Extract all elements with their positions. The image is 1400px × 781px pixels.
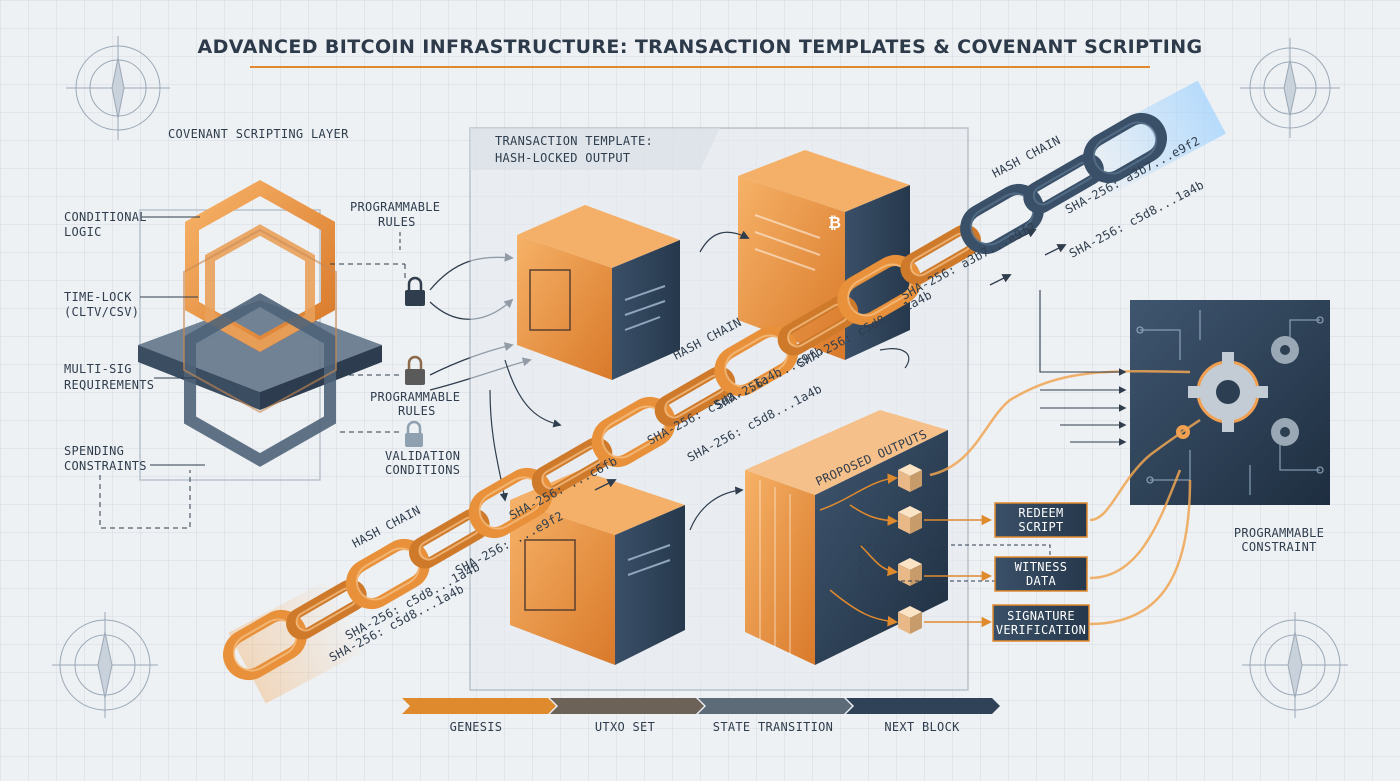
svg-text:CONSTRAINTS: CONSTRAINTS	[64, 459, 147, 473]
svg-text:REQUIREMENTS: REQUIREMENTS	[64, 378, 154, 392]
chain-link	[223, 609, 307, 681]
svg-text:CONDITIONS: CONDITIONS	[385, 463, 460, 477]
rule-programmable-2: PROGRAMMABLE RULES	[370, 390, 460, 418]
output-box-witness-data: WITNESS DATA	[994, 556, 1088, 592]
compass-rose-icon	[1242, 612, 1348, 718]
timeline-step-utxo-set: UTXO SET	[595, 720, 655, 734]
output-cube	[898, 558, 922, 586]
rule-validation-conditions: VALIDATION CONDITIONS	[385, 449, 460, 477]
svg-text:DATA: DATA	[1026, 574, 1057, 588]
chain-link	[837, 254, 922, 326]
chain-link	[345, 538, 430, 610]
covenant-label-time-lock: TIME-LOCK (CLTV/CSV)	[64, 290, 198, 319]
rule-programmable-1: PROGRAMMABLE RULES	[350, 200, 440, 252]
bitcoin-icon: ₿	[828, 213, 841, 232]
svg-text:WITNESS: WITNESS	[1015, 560, 1068, 574]
svg-text:SPENDING: SPENDING	[64, 444, 124, 458]
lock-icon	[405, 355, 425, 385]
svg-text:LOGIC: LOGIC	[64, 225, 102, 239]
covenant-heading: COVENANT SCRIPTING LAYER	[168, 127, 349, 141]
svg-text:MULTI-SIG: MULTI-SIG	[64, 362, 132, 376]
covenant-stack	[138, 179, 382, 481]
compass-rose-icon	[66, 36, 170, 140]
svg-text:SCRIPT: SCRIPT	[1018, 520, 1063, 534]
chain-link	[900, 224, 981, 285]
chain-link	[591, 396, 676, 468]
svg-text:VALIDATION: VALIDATION	[385, 449, 460, 463]
chain-link	[409, 508, 490, 569]
hash-chain	[223, 112, 1167, 681]
covenant-label-multi-sig: MULTI-SIG REQUIREMENTS	[64, 362, 196, 392]
svg-text:CONSTRAINT: CONSTRAINT	[1241, 540, 1316, 554]
chain-link-highlight	[1093, 121, 1157, 175]
svg-text:PROGRAMMABLE: PROGRAMMABLE	[370, 390, 460, 404]
lock-icon	[405, 420, 423, 447]
chain-link	[1023, 153, 1104, 214]
svg-text:VERIFICATION: VERIFICATION	[996, 623, 1086, 637]
programmable-constraint-panel	[1130, 300, 1330, 505]
timeline-step-state-transition: STATE TRANSITION	[713, 720, 833, 734]
svg-text:TIME-LOCK: TIME-LOCK	[64, 290, 132, 304]
template-block	[517, 205, 680, 380]
gear-icon	[1271, 418, 1299, 446]
svg-text:RULES: RULES	[398, 404, 436, 418]
chain-link	[468, 467, 553, 539]
lock-icon	[405, 276, 425, 306]
svg-text:PROGRAMMABLE: PROGRAMMABLE	[1234, 526, 1324, 540]
svg-text:(CLTV/CSV): (CLTV/CSV)	[64, 305, 139, 319]
template-title-line2: HASH-LOCKED OUTPUT	[495, 151, 630, 165]
svg-text:CONDITIONAL: CONDITIONAL	[64, 210, 147, 224]
diagram-title: ADVANCED BITCOIN INFRASTRUCTURE: TRANSAC…	[197, 36, 1203, 58]
timeline: GENESIS UTXO SET STATE TRANSITION NEXT B…	[402, 698, 1000, 734]
svg-text:RULES: RULES	[378, 215, 416, 229]
chain-link	[654, 366, 736, 427]
constraint-label: PROGRAMMABLE CONSTRAINT	[1234, 526, 1324, 554]
svg-text:REDEEM: REDEEM	[1018, 506, 1063, 520]
covenant-label-spending-constraints: SPENDING CONSTRAINTS	[64, 444, 205, 473]
output-arrows	[819, 473, 993, 628]
timeline-step-next-block: NEXT BLOCK	[884, 720, 960, 734]
svg-text:SIGNATURE: SIGNATURE	[1007, 609, 1075, 623]
compass-rose-icon	[1240, 38, 1340, 138]
output-cube	[898, 464, 922, 492]
svg-text:PROGRAMMABLE: PROGRAMMABLE	[350, 200, 440, 214]
constraint-input-lines	[1039, 290, 1127, 446]
gear-icon	[1271, 336, 1299, 364]
title-underline	[250, 66, 1150, 68]
chain-link	[1083, 112, 1167, 184]
output-box-signature-verification: SIGNATURE VERIFICATION	[992, 604, 1090, 642]
template-title-line1: TRANSACTION TEMPLATE:	[495, 134, 653, 148]
timeline-step-genesis: GENESIS	[450, 720, 503, 734]
chain-link	[777, 295, 859, 356]
gear-icon	[1188, 352, 1268, 432]
covenant-label-conditional-logic: CONDITIONAL LOGIC	[64, 210, 200, 239]
output-cube	[898, 506, 922, 534]
compass-rose-icon	[52, 612, 158, 718]
chain-arrows	[594, 229, 1067, 491]
output-cube	[898, 606, 922, 634]
output-box-redeem-script: REDEEM SCRIPT	[994, 502, 1088, 538]
